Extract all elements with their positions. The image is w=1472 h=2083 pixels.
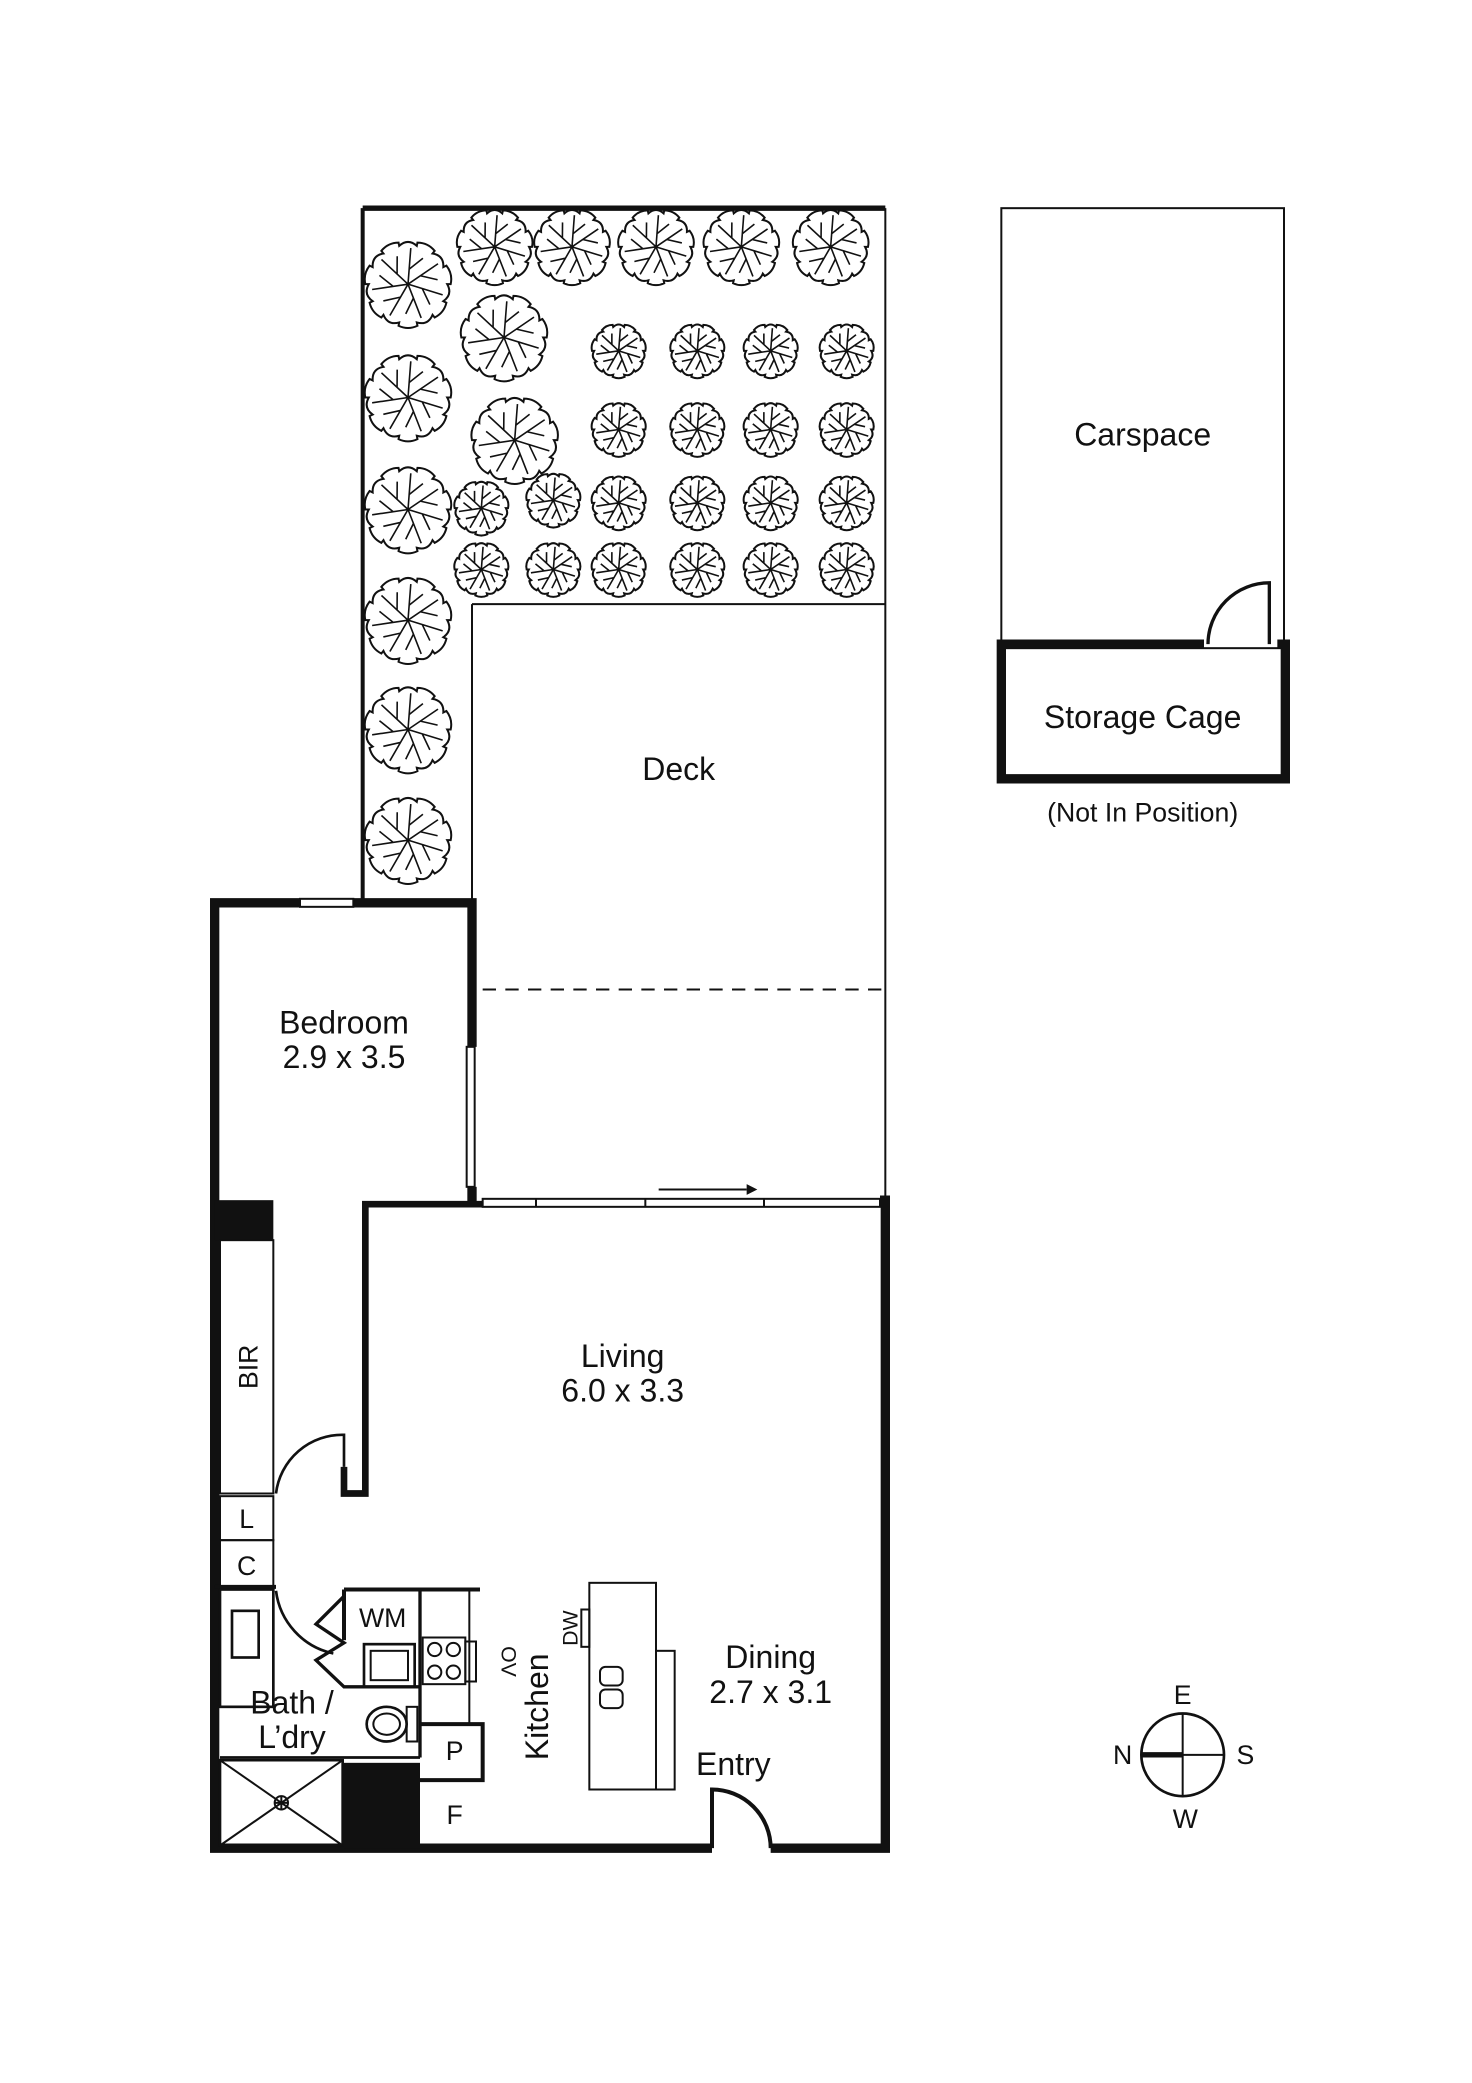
- linen-cupboard: L C: [219, 1495, 275, 1588]
- oven-label: OV: [496, 1646, 520, 1678]
- deck: Deck: [471, 603, 886, 991]
- tree-icon: [818, 402, 875, 458]
- tree-icon: [818, 542, 875, 598]
- tree-icon: [363, 240, 453, 330]
- fridge-label: F: [447, 1800, 463, 1830]
- compass-s: S: [1236, 1740, 1254, 1770]
- dishwasher-label: DW: [558, 1610, 582, 1646]
- tree-icon: [702, 208, 781, 287]
- storage-cage-label: Storage Cage: [1044, 699, 1241, 735]
- bedroom-size: 2.9 x 3.5: [283, 1039, 406, 1075]
- compass-w: W: [1173, 1804, 1199, 1834]
- walls: [210, 897, 890, 1853]
- built-in-robe: BIR: [219, 1239, 346, 1495]
- compass-n: N: [1113, 1740, 1132, 1770]
- tree-icon: [363, 466, 453, 555]
- tree-icon: [363, 576, 453, 666]
- storage-cage: Storage Cage (Not In Position): [996, 581, 1290, 828]
- tree-icon: [590, 475, 647, 532]
- cupboard-label: C: [237, 1551, 256, 1581]
- tree-icon: [455, 208, 534, 287]
- living-label: Living: [581, 1338, 665, 1374]
- tree-icon: [590, 542, 647, 598]
- tree-icon: [742, 542, 799, 598]
- tree-icon: [818, 323, 875, 380]
- trees: [363, 208, 875, 886]
- tree-icon: [363, 796, 453, 886]
- laundry-label: L’dry: [258, 1719, 326, 1755]
- tree-icon: [453, 480, 510, 537]
- tree-icon: [590, 402, 647, 458]
- tree-icon: [470, 396, 559, 486]
- tree-icon: [742, 402, 799, 458]
- bath-label: Bath /: [250, 1685, 334, 1721]
- compass-e: E: [1174, 1680, 1192, 1710]
- tree-icon: [669, 475, 726, 532]
- garden: [360, 205, 887, 1201]
- carspace: Carspace: [1000, 207, 1285, 650]
- kitchen-label: Kitchen: [519, 1653, 555, 1760]
- tree-icon: [791, 208, 870, 287]
- pantry-label: P: [446, 1736, 464, 1766]
- tree-icon: [453, 542, 510, 598]
- bath-laundry: WM Bath / L’dry: [214, 1584, 480, 1847]
- dining-label: Dining: [725, 1639, 816, 1675]
- tree-icon: [363, 686, 453, 775]
- tree-icon: [459, 294, 549, 383]
- compass: E N S W: [1113, 1680, 1254, 1834]
- tree-icon: [363, 354, 453, 443]
- tree-icon: [533, 208, 611, 287]
- storage-note: (Not In Position): [1047, 798, 1238, 828]
- tree-icon: [669, 323, 726, 380]
- linen-label: L: [239, 1504, 254, 1534]
- dining: Dining 2.7 x 3.1 Entry: [696, 1639, 832, 1782]
- tree-icon: [590, 323, 647, 380]
- tree-icon: [525, 542, 582, 598]
- tree-icon: [525, 472, 582, 529]
- living-size: 6.0 x 3.3: [561, 1373, 684, 1409]
- tree-icon: [617, 208, 695, 287]
- deck-label: Deck: [642, 751, 716, 787]
- kitchen: OV P F Kitchen DW: [420, 1581, 676, 1830]
- bedroom-label: Bedroom: [279, 1005, 409, 1041]
- tree-icon: [742, 323, 799, 380]
- tree-icon: [742, 475, 799, 532]
- tree-icon: [818, 475, 875, 532]
- tree-icon: [669, 542, 726, 598]
- carspace-label: Carspace: [1074, 417, 1211, 453]
- living: Living 6.0 x 3.3: [561, 1338, 684, 1409]
- bedroom: Bedroom 2.9 x 3.5: [279, 1005, 409, 1076]
- bir-label: BIR: [233, 1345, 263, 1389]
- entry-label: Entry: [696, 1746, 771, 1782]
- wm-label: WM: [359, 1603, 406, 1633]
- dining-size: 2.7 x 3.1: [709, 1674, 832, 1710]
- tree-icon: [669, 402, 726, 458]
